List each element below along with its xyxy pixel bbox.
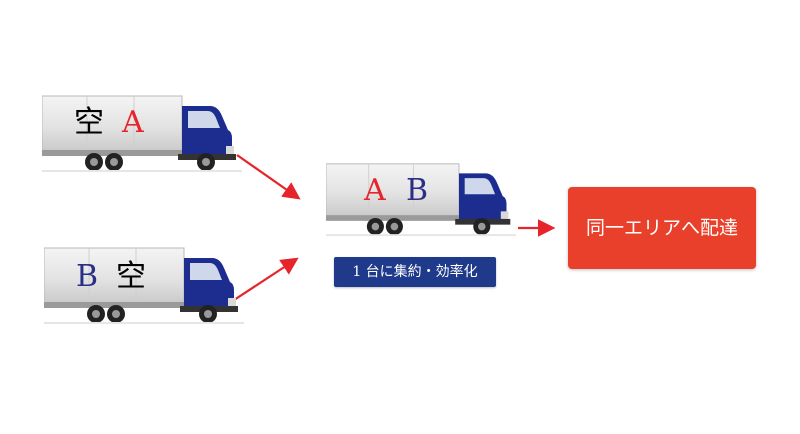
truck-center: A B: [326, 158, 516, 240]
truck-bottom-left-label-1: B: [76, 259, 99, 294]
truck-bottom-left-graphic: [44, 247, 244, 324]
truck-bottom-left-label-2: 空: [116, 259, 146, 294]
truck-top-left: 空 A: [42, 92, 242, 174]
truck-top-left-label-1: 空: [74, 105, 104, 140]
truck-center-label-1: A: [364, 173, 386, 208]
arrow-bottom-to-center: [230, 257, 299, 303]
truck-bottom-left: B 空: [44, 244, 244, 326]
truck-top-left-graphic: [42, 95, 242, 172]
consolidate-badge: 1 台に集約・効率化: [334, 257, 496, 287]
arrow-top-to-center: [236, 154, 301, 200]
truck-center-graphic: [326, 163, 516, 237]
truck-top-left-label-2: A: [122, 105, 144, 140]
truck-center-label-2: B: [406, 173, 429, 208]
delivery-box: 同一エリアへ配達: [568, 187, 756, 269]
